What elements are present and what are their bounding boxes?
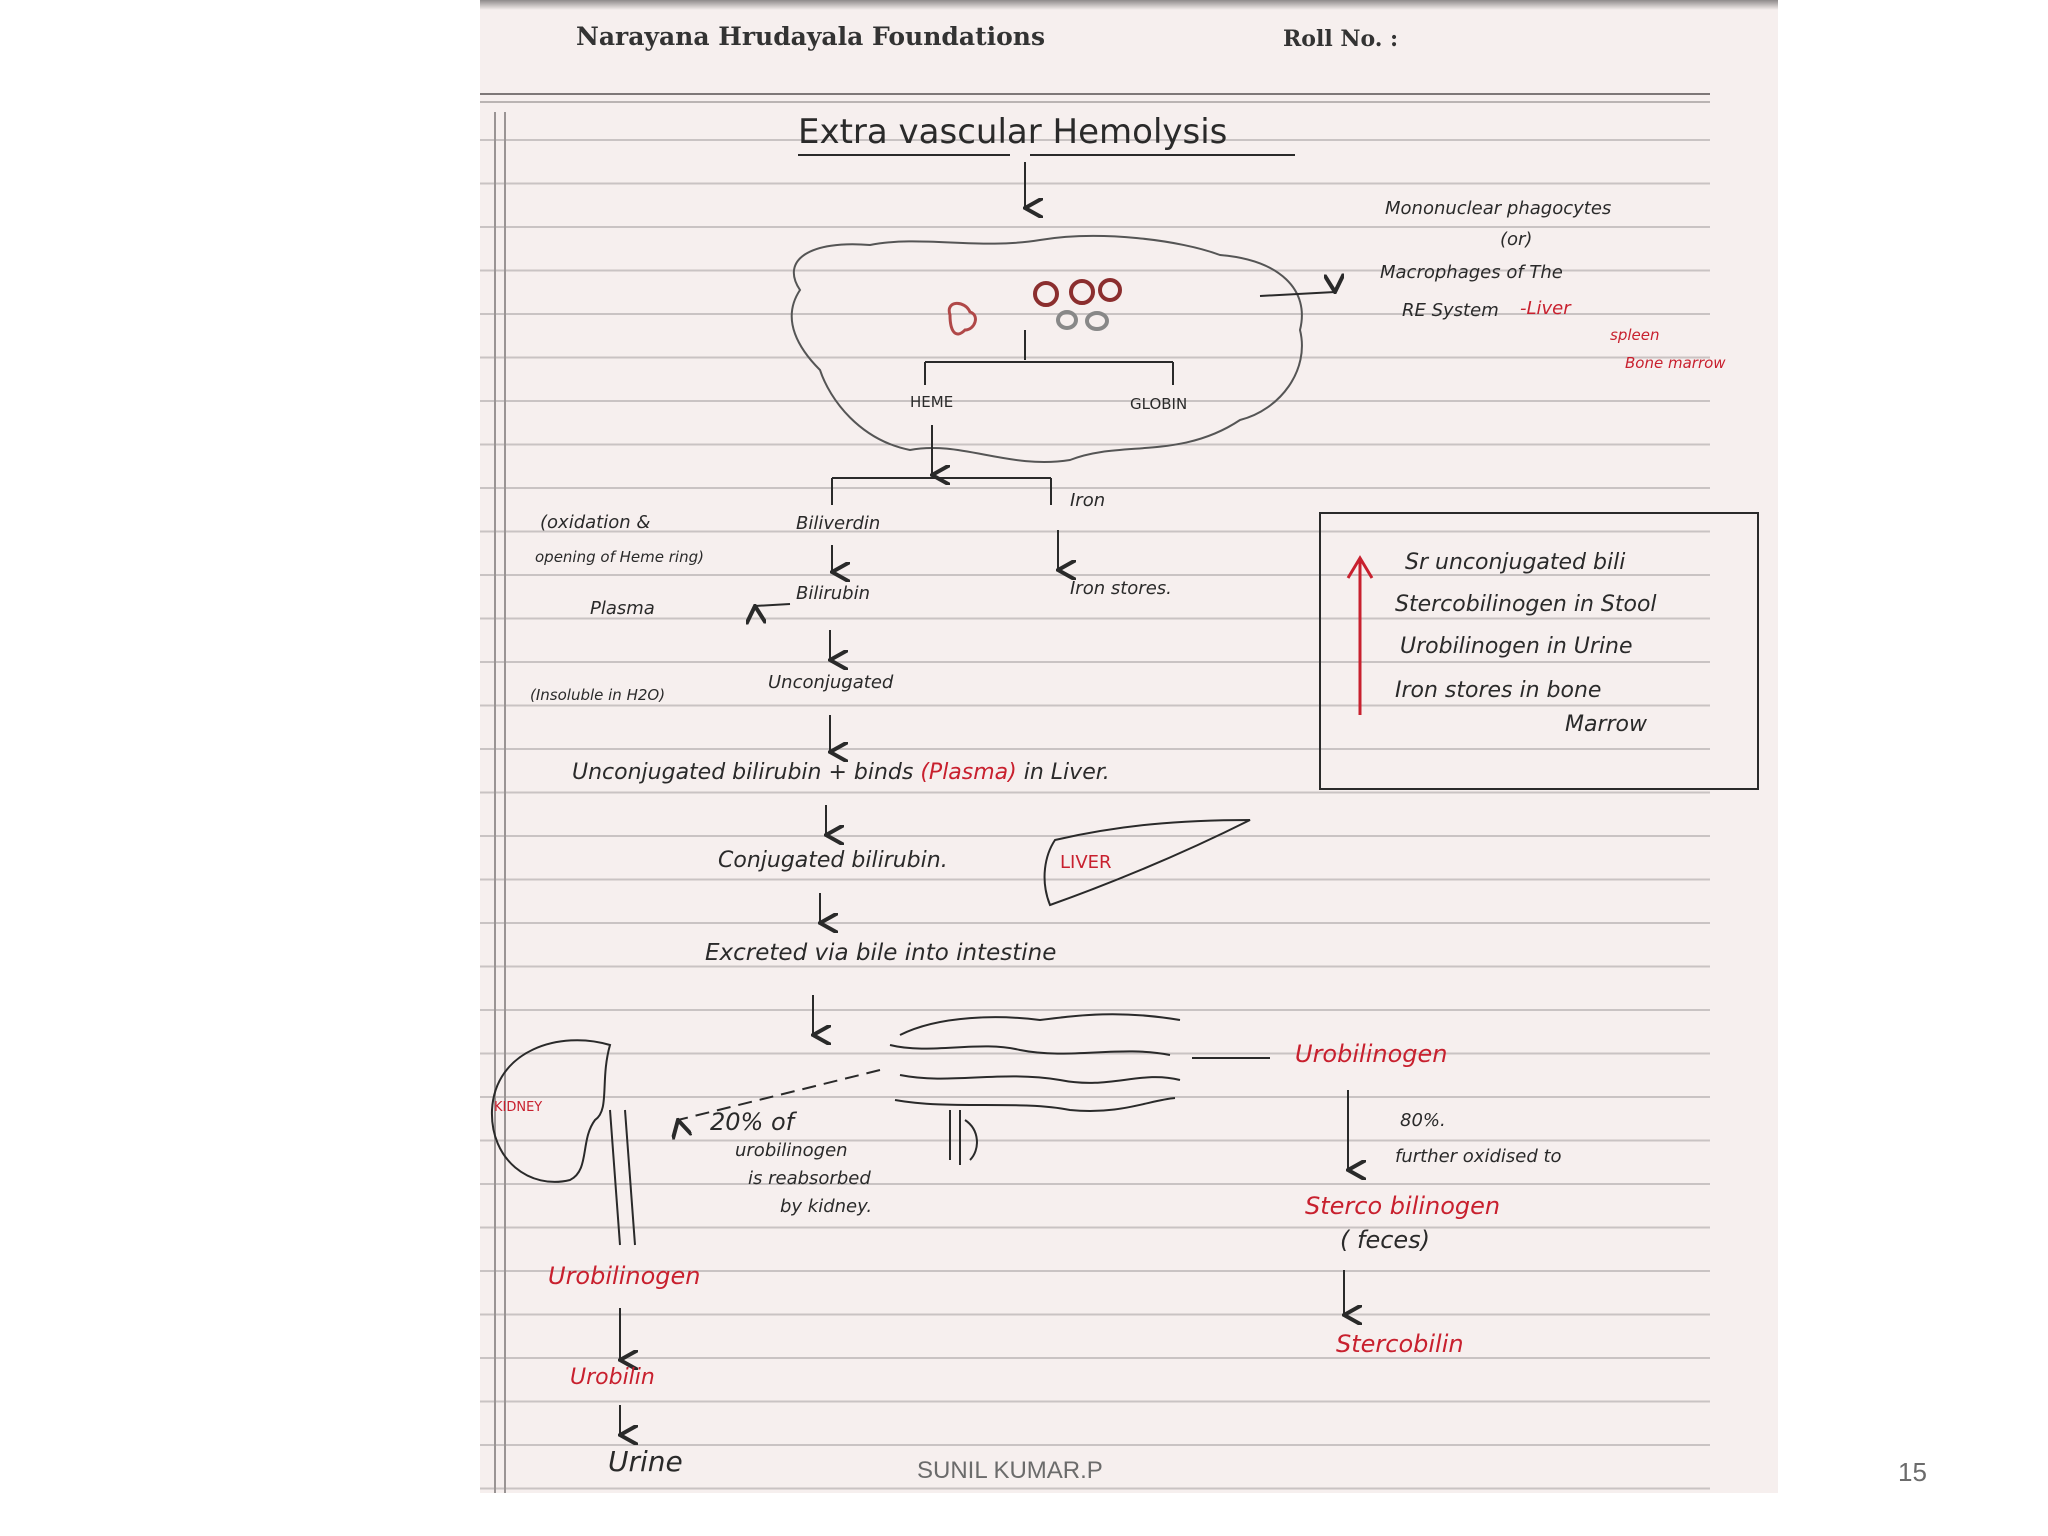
intestine-sketch	[889, 1013, 1181, 1165]
label-iron: Iron	[1070, 490, 1106, 511]
box-line-1: Sr unconjugated bili	[1405, 550, 1626, 575]
label-urobilinogen-left: Urobilinogen	[548, 1262, 701, 1290]
box-line-3: Urobilinogen in Urine	[1400, 634, 1633, 659]
label-heme: HEME	[910, 393, 954, 411]
footer-author: SUNIL KUMAR.P	[917, 1457, 1103, 1484]
label-globin: GLOBIN	[1130, 395, 1188, 413]
notebook-page: Narayana Hrudayala Foundations Roll No. …	[480, 0, 1778, 1493]
roll-number-label: Roll No. :	[1283, 26, 1399, 52]
label-conjugated: Conjugated bilirubin.	[718, 848, 948, 873]
ureter-sketch	[609, 1109, 636, 1246]
note-or: (or)	[1500, 229, 1533, 250]
binds-step-c: in Liver.	[1023, 760, 1110, 785]
label-urine: Urine	[608, 1445, 683, 1478]
note-phagocytes: Mononuclear phagocytes	[1385, 198, 1612, 219]
rbc-cells	[1033, 278, 1122, 307]
box-line-2: Stercobilinogen in Stool	[1395, 592, 1657, 617]
oxidation-note-2: opening of Heme ring)	[535, 548, 704, 566]
label-twenty-urobilinogen: urobilinogen	[735, 1140, 848, 1161]
macrophage-cloud	[790, 234, 1303, 464]
binds-step: Unconjugated bilirubin + binds (Plasma) …	[572, 760, 1110, 785]
binds-step-a: Unconjugated bilirubin + binds	[572, 760, 914, 785]
diagram-title: Extra vascular Hemolysis	[798, 112, 1228, 152]
diagram-drawing	[480, 93, 1759, 1493]
label-urobilin: Urobilin	[570, 1365, 655, 1390]
note-liver: -Liver	[1520, 298, 1571, 319]
box-line-5: Marrow	[1565, 712, 1648, 737]
label-unconjugated: Unconjugated	[768, 672, 894, 693]
liver-sketch	[1043, 819, 1251, 907]
label-stercobilinogen: Sterco bilinogen	[1305, 1192, 1501, 1220]
label-reabsorbed: is reabsorbed	[748, 1168, 871, 1189]
label-stercobilin: Stercobilin	[1336, 1330, 1464, 1358]
institution-name: Narayana Hrudayala Foundations	[576, 22, 1046, 51]
note-macrophages: Macrophages of The	[1380, 262, 1563, 283]
summary-box	[1319, 512, 1759, 790]
label-plasma: Plasma	[590, 598, 655, 619]
label-feces: ( feces)	[1340, 1226, 1431, 1254]
note-bone-marrow: Bone marrow	[1625, 354, 1726, 372]
label-biliverdin: Biliverdin	[796, 513, 881, 534]
oxidation-note-1: (oxidation &	[540, 512, 651, 533]
page-number: 15	[1898, 1457, 1927, 1487]
label-further-oxidised: further oxidised to	[1395, 1146, 1562, 1167]
label-excreted: Excreted via bile into intestine	[705, 940, 1057, 966]
label-by-kidney: by kidney.	[780, 1196, 873, 1217]
label-iron-stores: Iron stores.	[1070, 578, 1172, 599]
label-twenty-percent: 20% of	[710, 1108, 795, 1136]
label-liver: LIVER	[1060, 852, 1112, 873]
note-spleen: spleen	[1610, 326, 1660, 344]
rbc-pale-cells	[1056, 310, 1109, 331]
label-eighty-percent: 80%.	[1400, 1110, 1446, 1131]
heme-globin-branch	[924, 330, 1174, 385]
arrow-to-plasma	[755, 603, 791, 606]
label-urobilinogen-right: Urobilinogen	[1295, 1040, 1448, 1068]
insoluble-note: (Insoluble in H2O)	[530, 686, 666, 704]
ruled-lines	[480, 139, 1710, 1490]
page-shadow	[480, 0, 1778, 10]
arrow-to-note	[1259, 292, 1335, 297]
binds-step-b: (Plasma)	[920, 760, 1017, 785]
kidney-sketch	[490, 1039, 612, 1183]
label-bilirubin: Bilirubin	[796, 583, 870, 604]
box-line-4: Iron stores in bone	[1395, 678, 1602, 703]
note-re-system: RE System	[1402, 300, 1499, 321]
red-up-arrow	[1346, 555, 1374, 715]
label-kidney: KIDNEY	[494, 1100, 543, 1115]
heme-split	[831, 477, 1052, 505]
macrophage-sketch	[947, 301, 977, 336]
dashed-reabsorb	[678, 1069, 881, 1120]
